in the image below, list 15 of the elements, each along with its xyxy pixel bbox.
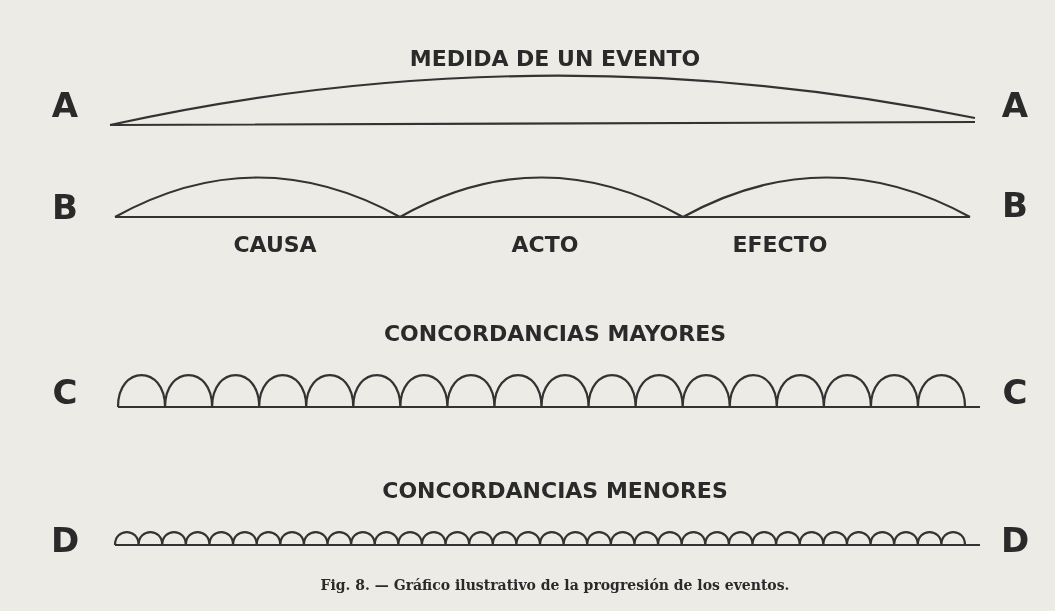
row-letter: B <box>1002 185 1028 225</box>
row-letter: D <box>1000 520 1030 560</box>
segment-label: ACTO <box>511 231 579 257</box>
row-heading: CONCORDANCIAS MENORES <box>382 477 728 503</box>
row-letter: A <box>51 85 79 125</box>
row-letter: C <box>52 372 78 412</box>
row-letter: C <box>1002 372 1028 412</box>
row-heading: CONCORDANCIAS MAYORES <box>383 320 727 346</box>
row-heading: MEDIDA DE UN EVENTO <box>409 45 701 71</box>
segment-label: CAUSA <box>233 231 317 257</box>
row-letter: A <box>1001 85 1029 125</box>
segment-label: EFECTO <box>732 231 828 257</box>
row-letter: D <box>50 520 80 560</box>
row-letter: B <box>52 187 78 227</box>
figure-caption: Fig. 8. — Gráfico ilustrativo de la progresión de los eventos. <box>320 577 790 593</box>
